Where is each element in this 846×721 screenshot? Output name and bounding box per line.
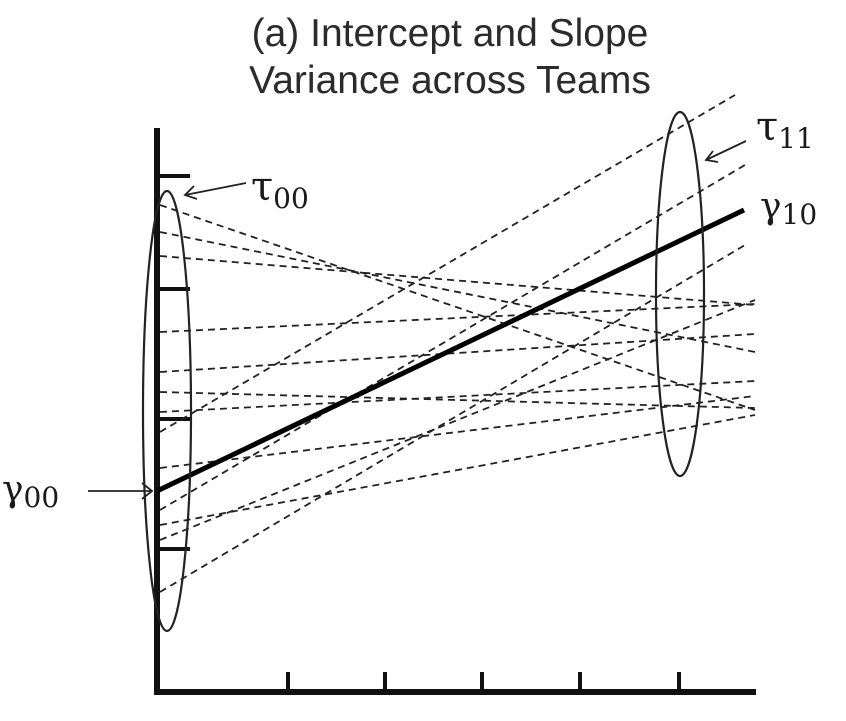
tau11-label: τ11 xyxy=(756,104,814,155)
tau00-arrow xyxy=(184,182,247,196)
fixed-effect-line xyxy=(155,207,746,494)
axes xyxy=(154,128,756,695)
title-line-1: (a) Intercept and Slope xyxy=(251,12,649,55)
team-line xyxy=(159,94,736,433)
team-line xyxy=(159,380,756,413)
intercept-variance-ellipse xyxy=(141,189,193,633)
gamma00-arrow-head xyxy=(141,482,154,500)
gamma10-label: γ10 xyxy=(760,186,817,231)
team-line xyxy=(159,391,756,409)
tau00-label: τ00 xyxy=(251,164,309,215)
team-line xyxy=(159,164,746,511)
team-line xyxy=(159,299,756,541)
tau11-arrow xyxy=(705,140,747,161)
gamma00-label: γ00 xyxy=(2,469,59,514)
slope-variance-ellipse xyxy=(654,110,706,478)
team-line xyxy=(159,333,756,373)
title-line-2: Variance across Teams xyxy=(249,59,651,102)
x-axis-ticks xyxy=(286,672,681,692)
team-line xyxy=(159,244,746,593)
diagram-title: (a) Intercept and Slope Variance across … xyxy=(0,10,846,104)
team-line xyxy=(159,414,756,526)
tau00-arrow-head xyxy=(183,185,198,200)
team-lines xyxy=(159,94,756,593)
team-line xyxy=(159,395,756,469)
y-axis-ticks xyxy=(157,174,190,551)
pointer-arrows xyxy=(88,140,747,500)
team-line xyxy=(159,255,756,306)
tau11-arrow-head xyxy=(704,150,719,163)
team-line xyxy=(159,204,756,411)
